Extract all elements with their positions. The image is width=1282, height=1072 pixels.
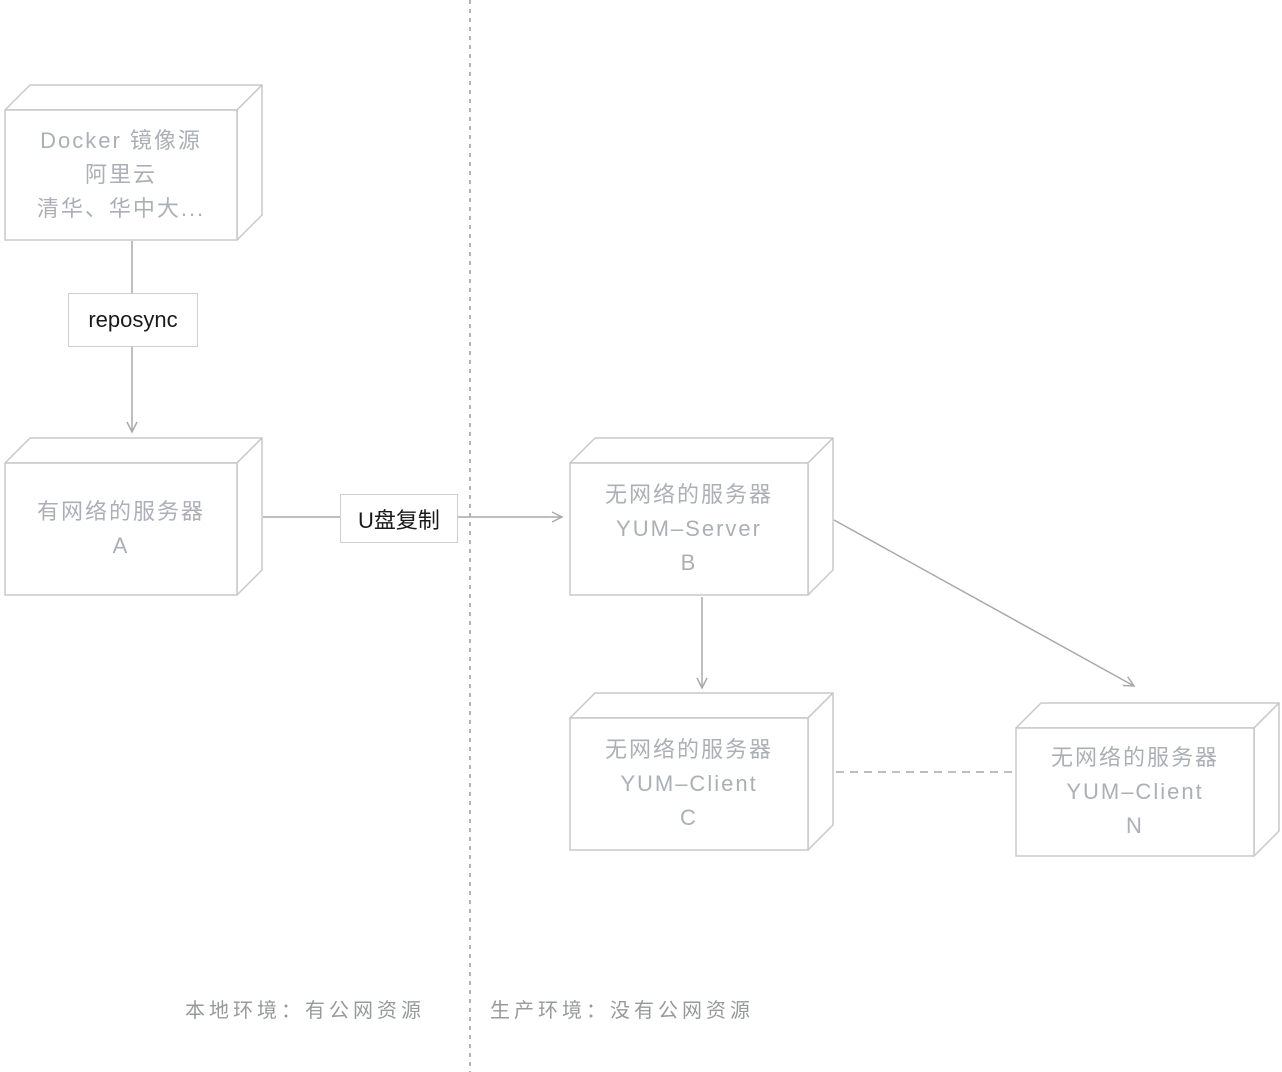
node-yum-client-c-line1: 无网络的服务器 xyxy=(604,737,773,762)
node-server-a-line1: 有网络的服务器 xyxy=(36,499,205,524)
node-yum-client-n-line2: YUM–Client xyxy=(1066,779,1204,804)
box-yum-client-n-shape xyxy=(1015,702,1280,857)
node-docker-source-line2: 阿里云 xyxy=(84,162,157,187)
node-yum-client-n-line1: 无网络的服务器 xyxy=(1050,745,1219,770)
edge-label-usb-copy: U盘复制 xyxy=(340,494,458,543)
node-yum-server-b-line1: 无网络的服务器 xyxy=(604,482,773,507)
node-docker-source-line1: Docker 镜像源 xyxy=(40,128,202,153)
edge-label-usb-copy-text: U盘复制 xyxy=(358,507,440,533)
node-docker-source: Docker 镜像源 阿里云 清华、华中大... xyxy=(5,110,237,240)
box-yum-server-b-shape xyxy=(569,437,834,596)
node-server-a: 有网络的服务器 A xyxy=(5,463,237,595)
node-yum-client-c: 无网络的服务器 YUM–Client C xyxy=(570,718,808,850)
node-yum-server-b: 无网络的服务器 YUM–Server B xyxy=(570,463,808,595)
box-docker-source-shape xyxy=(4,84,263,241)
node-yum-client-n-line3: N xyxy=(1126,813,1144,838)
footer-local-environment: 本地环境：有公网资源 xyxy=(185,1000,425,1022)
node-docker-source-line3: 清华、华中大... xyxy=(36,196,206,221)
edge-label-reposync-text: reposync xyxy=(88,307,178,332)
box-server-a-shape xyxy=(4,437,263,596)
edge-yum-server-b-to-client-n xyxy=(833,519,1136,687)
node-yum-client-c-line2: YUM–Client xyxy=(620,771,758,796)
node-yum-server-b-line3: B xyxy=(680,550,698,575)
node-yum-client-c-line3: C xyxy=(680,805,698,830)
box-yum-client-c-shape xyxy=(569,692,834,851)
node-yum-client-n: 无网络的服务器 YUM–Client N xyxy=(1016,728,1254,856)
footer-production-environment: 生产环境：没有公网资源 xyxy=(490,1000,754,1022)
edge-label-reposync: reposync xyxy=(68,293,198,347)
node-server-a-line2: A xyxy=(112,533,130,558)
node-yum-server-b-line2: YUM–Server xyxy=(616,516,762,541)
